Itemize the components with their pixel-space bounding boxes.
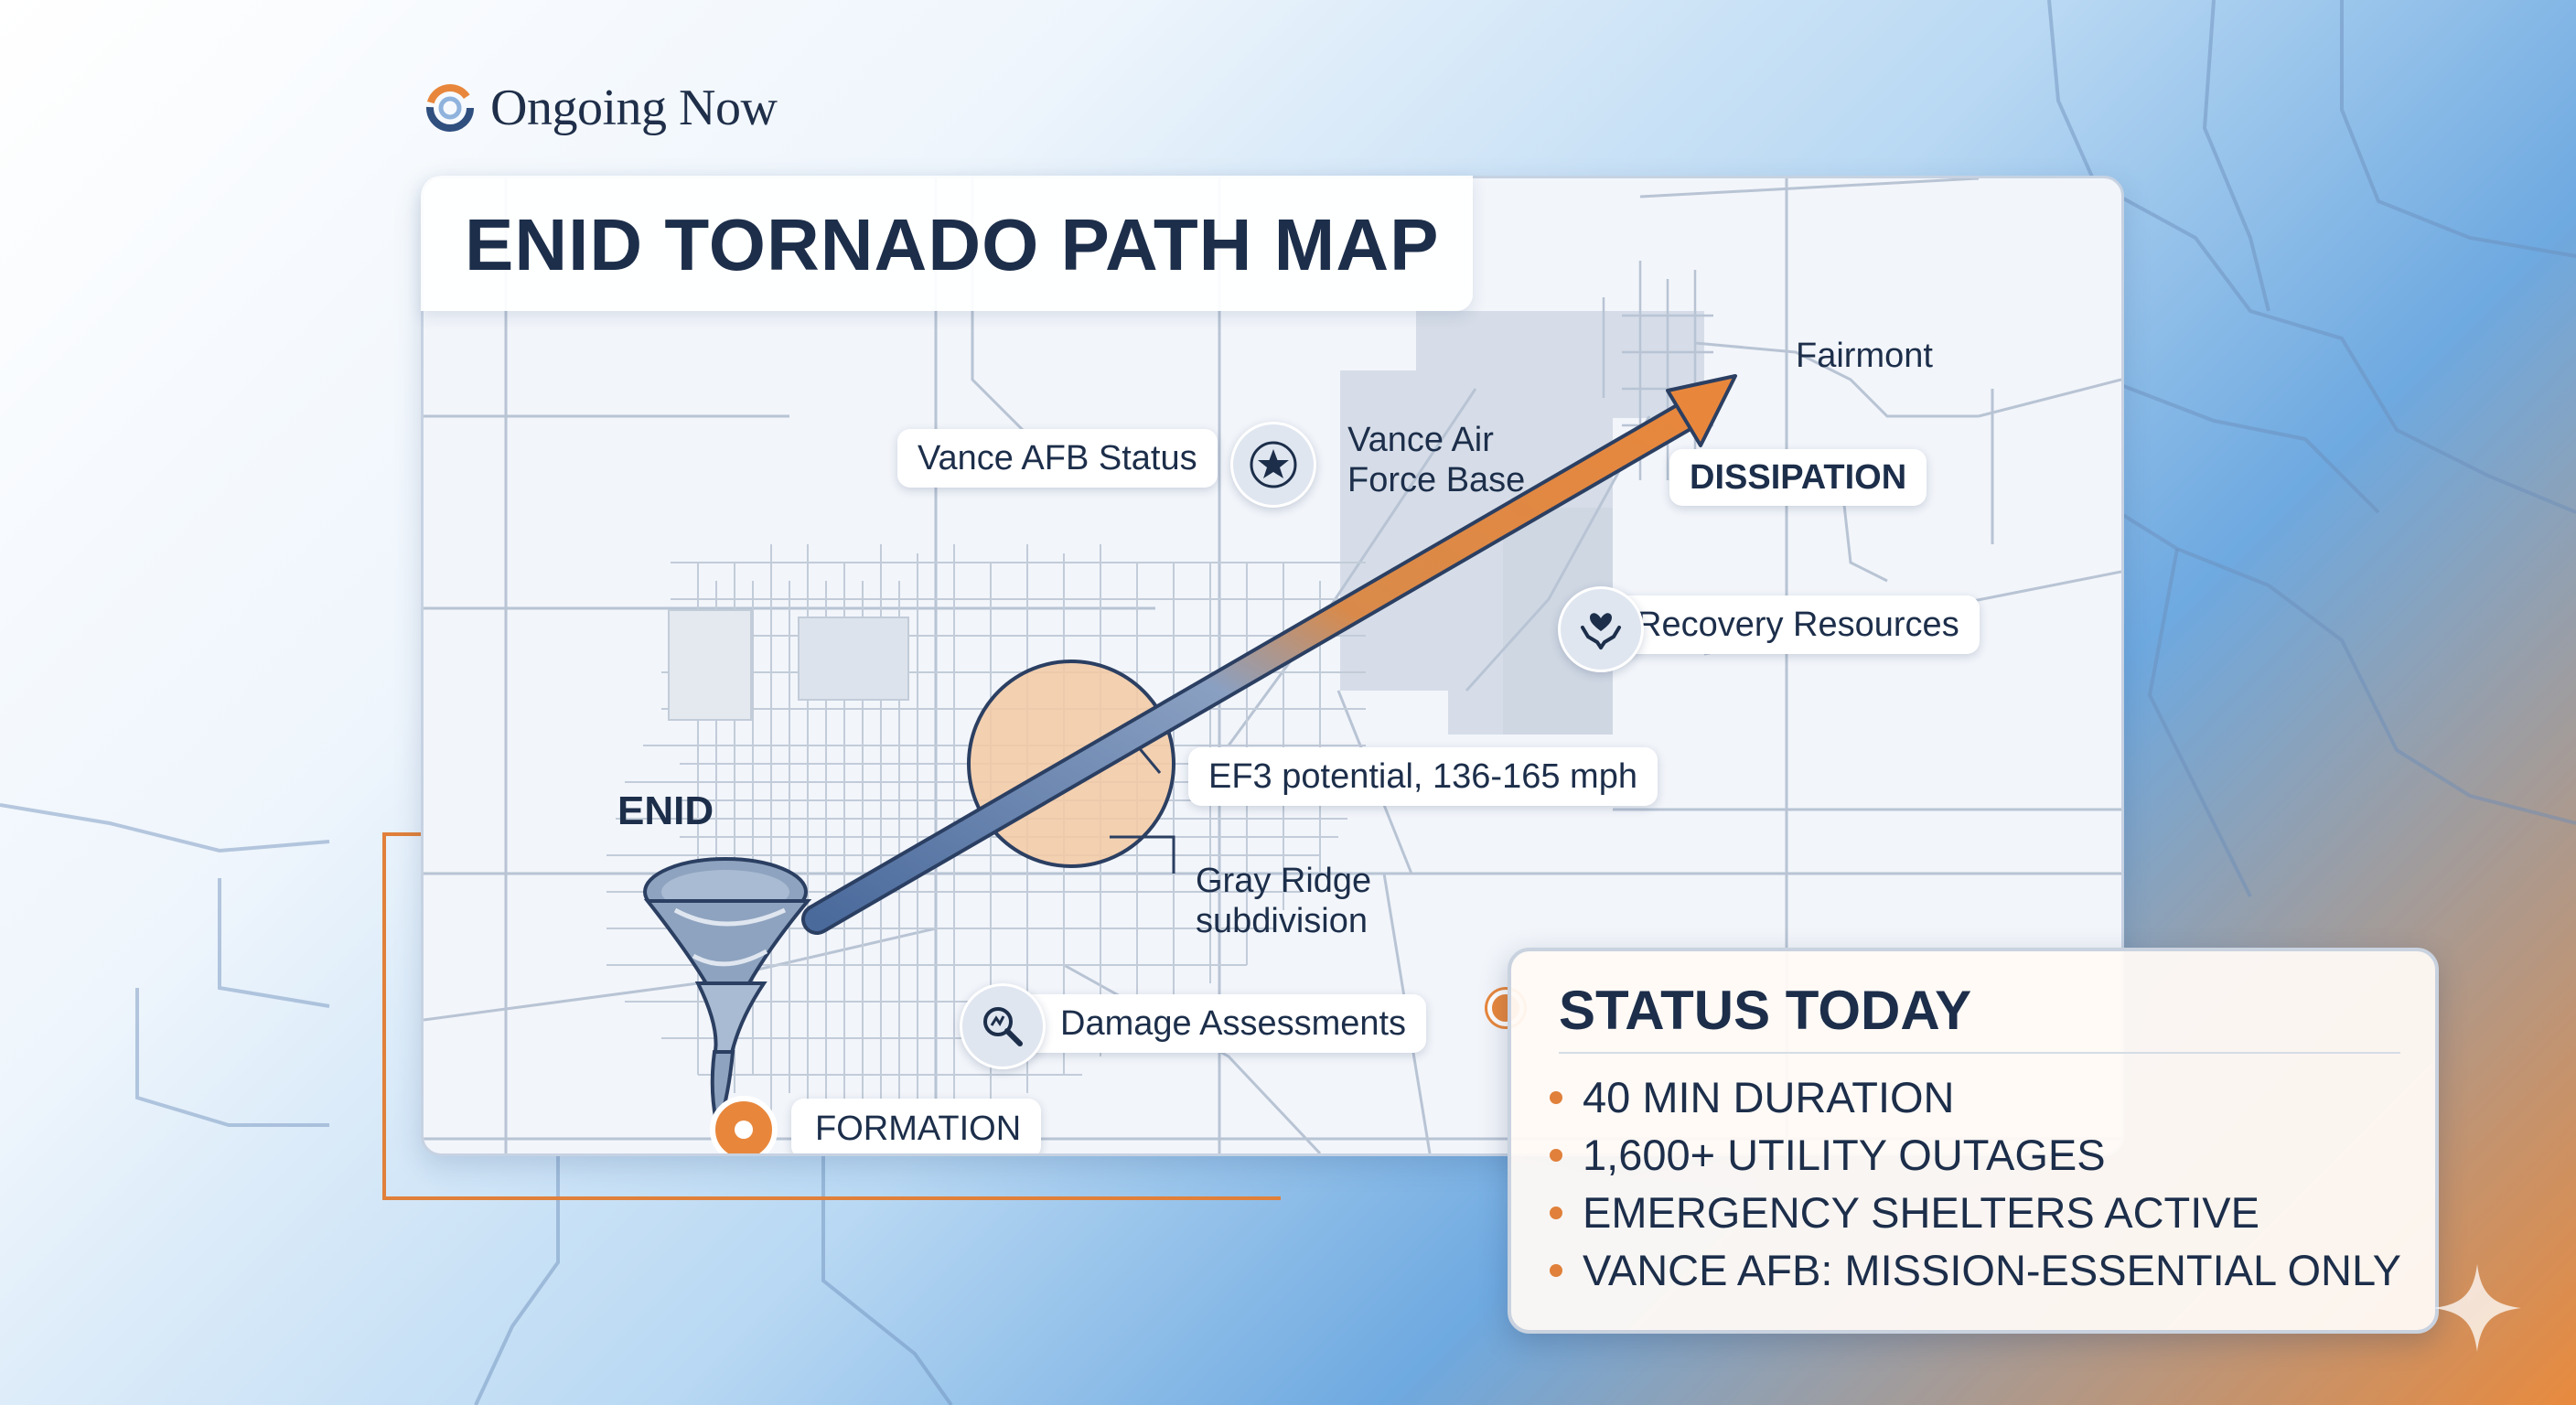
brand: Ongoing Now: [423, 79, 778, 137]
gray-ridge-subdivision-label: Gray Ridge subdivision: [1196, 862, 1372, 940]
ef-rating-label: EF3 potential, 136-165 mph: [1188, 747, 1658, 806]
bullet-icon: [1550, 1090, 1562, 1104]
page-title: ENID TORNADO PATH MAP: [465, 204, 1440, 285]
star-icon: [1250, 441, 1297, 488]
status-item: EMERGENCY SHELTERS ACTIVE: [1550, 1184, 2401, 1241]
status-item: 1,600+ UTILITY OUTAGES: [1550, 1126, 2401, 1184]
magnifier-icon: [983, 1007, 1023, 1046]
title-banner: ENID TORNADO PATH MAP: [421, 176, 1473, 311]
brand-name: Ongoing Now: [490, 80, 778, 136]
recovery-badge[interactable]: [1558, 586, 1644, 672]
vance-status-badge[interactable]: [1230, 422, 1316, 508]
heart-hands-icon: [1581, 613, 1621, 649]
dissipation-arrowhead: [1666, 374, 1737, 447]
formation-label: FORMATION: [791, 1099, 1042, 1153]
bullet-icon: [1550, 1206, 1562, 1219]
town-label-fairmont: Fairmont: [1796, 337, 1933, 375]
vance-air-force-base-label: Vance Air Force Base: [1347, 421, 1526, 499]
bullet-icon: [1550, 1263, 1562, 1277]
status-item: VANCE AFB: MISSION-ESSENTIAL ONLY: [1550, 1241, 2401, 1299]
swirl-logo-icon: [426, 84, 474, 132]
tornado-icon: [643, 857, 812, 1137]
sparkle-icon: [2433, 1264, 2521, 1352]
damage-badge[interactable]: [960, 983, 1046, 1069]
damage-assessments-label[interactable]: Damage Assessments: [978, 994, 1427, 1053]
status-list: 40 MIN DURATION 1,600+ UTILITY OUTAGES E…: [1550, 1068, 2401, 1299]
dissipation-label: DISSIPATION: [1669, 449, 1927, 506]
status-title: STATUS TODAY: [1559, 980, 1972, 1041]
status-divider: [1559, 1052, 2400, 1054]
city-label-enid: ENID: [617, 788, 714, 833]
status-today-panel: STATUS TODAY 40 MIN DURATION 1,600+ UTIL…: [1508, 948, 2439, 1334]
status-item: 40 MIN DURATION: [1550, 1068, 2401, 1126]
vance-afb-status-label[interactable]: Vance AFB Status: [897, 429, 1218, 488]
bullet-icon: [1550, 1148, 1562, 1162]
